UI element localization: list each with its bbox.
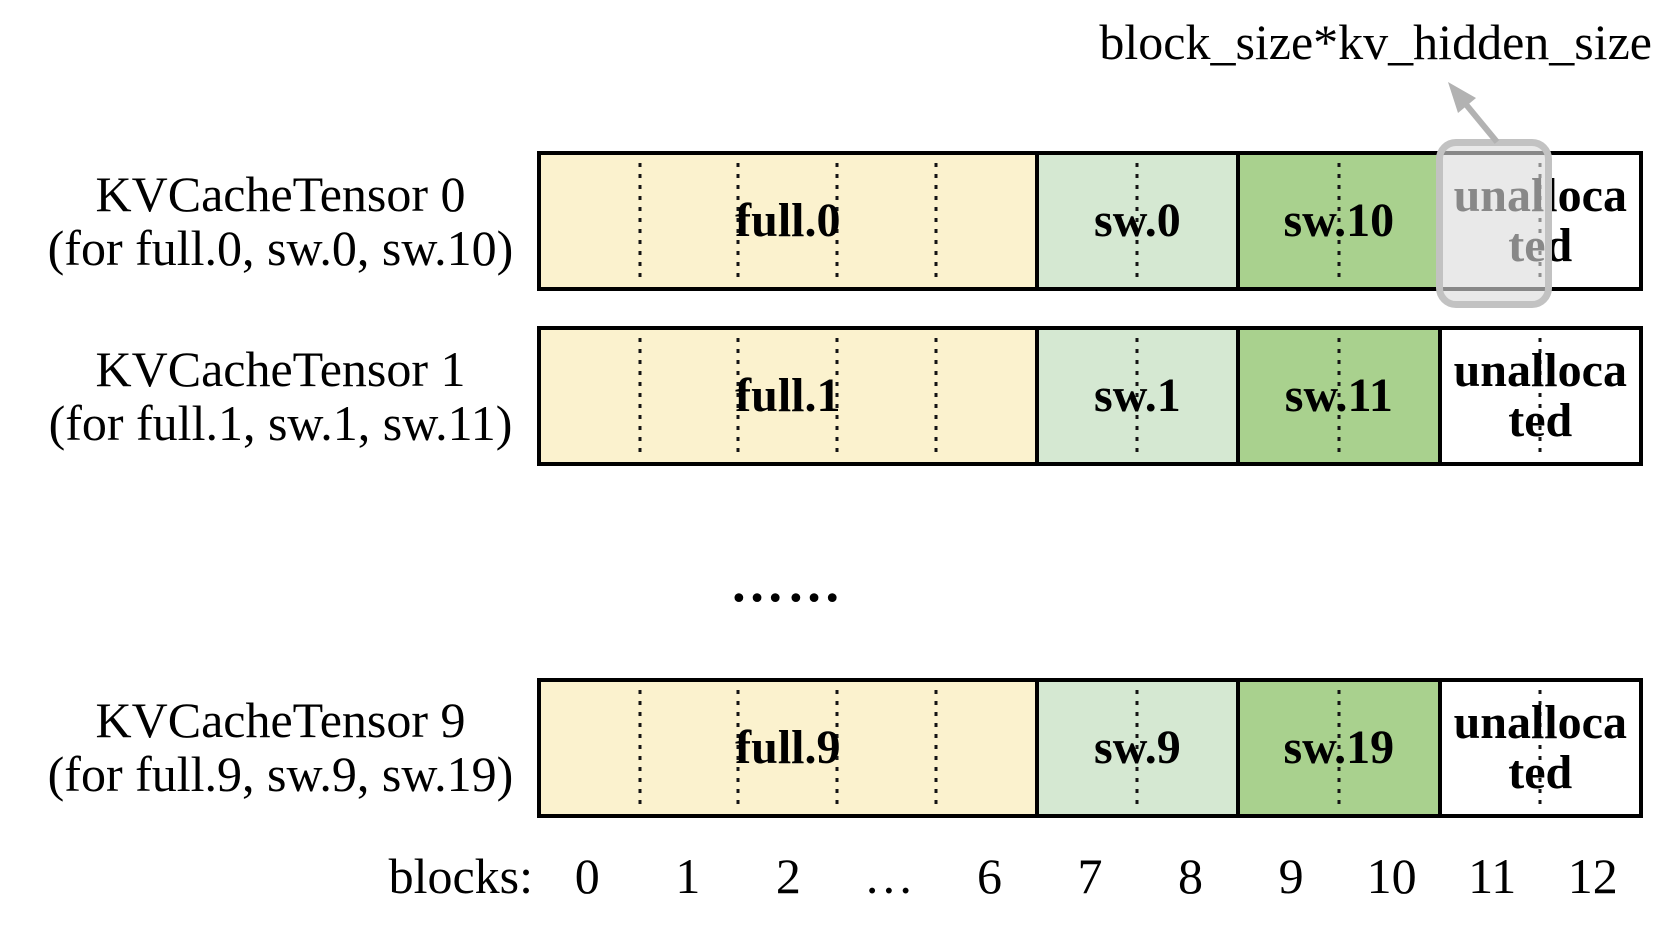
blocks-axis-ticks: 0 1 2 … 6 7 8 9 10 11 12 <box>537 848 1643 904</box>
unallocated-line-2: ted <box>1508 746 1573 799</box>
rows-ellipsis: …… <box>730 553 844 613</box>
block-index-7: 7 <box>1077 848 1103 904</box>
block-index-9: 9 <box>1278 848 1304 904</box>
block-size-annotation: block_size*kv_hidden_size <box>1099 14 1652 70</box>
block-divider-dotted <box>934 338 938 454</box>
block-divider-dotted <box>1538 338 1542 454</box>
segment-full-9: full.9 <box>541 682 1039 814</box>
row-label-tensor-9: KVCacheTensor 9 (for full.9, sw.9, sw.19… <box>28 693 533 801</box>
segment-label: sw.9 <box>1094 721 1181 774</box>
segment-label: sw.1 <box>1094 369 1181 422</box>
highlighted-block-outline <box>1436 139 1552 308</box>
segment-sw-1: sw.1 <box>1038 330 1241 462</box>
block-index-0: 0 <box>574 848 600 904</box>
block-divider-dotted <box>934 690 938 806</box>
blocks-axis-caption: blocks: <box>388 848 533 904</box>
segment-label: sw.10 <box>1283 194 1395 247</box>
segment-label: sw.0 <box>1094 194 1181 247</box>
segment-label: sw.11 <box>1284 369 1393 422</box>
block-divider-dotted <box>1337 690 1341 806</box>
block-divider-dotted <box>638 690 642 806</box>
tensor-subtitle: (for full.0, sw.0, sw.10) <box>47 220 514 276</box>
tensor-subtitle: (for full.1, sw.1, sw.11) <box>48 395 513 451</box>
block-divider-dotted <box>835 690 839 806</box>
tensor-title: KVCacheTensor 0 <box>95 166 466 222</box>
block-divider-dotted <box>934 163 938 279</box>
annotation-arrow-icon <box>1448 82 1500 144</box>
block-index-8: 8 <box>1178 848 1204 904</box>
block-divider-dotted <box>638 163 642 279</box>
segment-label: full.9 <box>735 721 841 774</box>
segment-label: full.0 <box>735 194 841 247</box>
block-divider-dotted <box>835 163 839 279</box>
segment-full-1: full.1 <box>541 330 1039 462</box>
segment-label: full.1 <box>735 369 841 422</box>
block-divider-dotted <box>1135 338 1139 454</box>
unallocated-line-1: unalloca <box>1453 344 1627 397</box>
block-index-6: 6 <box>976 848 1002 904</box>
block-index-10: 10 <box>1366 848 1417 904</box>
block-divider-dotted <box>1337 163 1341 279</box>
block-index-1: 1 <box>675 848 701 904</box>
segment-label: sw.19 <box>1283 721 1395 774</box>
block-divider-dotted <box>736 163 740 279</box>
unallocated-line-2: ted <box>1508 394 1573 447</box>
block-divider-dotted <box>1135 163 1139 279</box>
block-divider-dotted <box>736 690 740 806</box>
block-divider-dotted <box>1538 690 1542 806</box>
block-divider-dotted <box>736 338 740 454</box>
row-label-tensor-0: KVCacheTensor 0 (for full.0, sw.0, sw.10… <box>28 167 533 275</box>
segment-sw-0: sw.0 <box>1038 155 1241 287</box>
unallocated-line-1: unalloca <box>1453 696 1627 749</box>
row-label-tensor-1: KVCacheTensor 1 (for full.1, sw.1, sw.11… <box>28 342 533 450</box>
block-divider-dotted <box>835 338 839 454</box>
block-index-11: 11 <box>1468 848 1517 904</box>
blocks-axis: blocks: 0 1 2 … 6 7 8 9 10 11 12 <box>0 848 1676 912</box>
tensor-subtitle: (for full.9, sw.9, sw.19) <box>47 746 514 802</box>
segment-sw-11: sw.11 <box>1240 330 1442 462</box>
block-index-ellipsis: … <box>863 848 914 904</box>
segment-full-0: full.0 <box>541 155 1039 287</box>
block-divider-dotted <box>1337 338 1341 454</box>
segment-sw-9: sw.9 <box>1038 682 1241 814</box>
tensor-title: KVCacheTensor 1 <box>95 341 466 397</box>
tensor-title: KVCacheTensor 9 <box>95 692 466 748</box>
segment-sw-19: sw.19 <box>1240 682 1442 814</box>
block-divider-dotted <box>638 338 642 454</box>
block-index-12: 12 <box>1567 848 1618 904</box>
block-index-2: 2 <box>775 848 801 904</box>
segment-sw-10: sw.10 <box>1240 155 1442 287</box>
block-divider-dotted <box>1135 690 1139 806</box>
